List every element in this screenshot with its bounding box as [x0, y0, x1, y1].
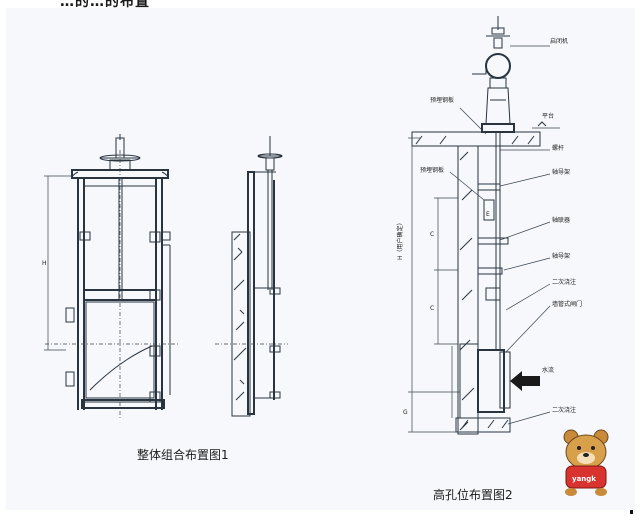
dim-H-total: H（用户确定） — [396, 219, 404, 260]
figure1-front-view — [44, 134, 180, 420]
top-text: …的…的布置 — [60, 0, 150, 10]
logo-text: yangk — [572, 475, 596, 483]
label-coupling: 轴联器 — [552, 216, 570, 224]
label-screw: 螺杆 — [552, 144, 564, 152]
label-guide-bracket-1: 轴导架 — [552, 168, 570, 176]
label-water-flow: 水流 — [542, 366, 554, 374]
figure1-caption: 整体组合布置图1 — [137, 448, 229, 462]
label-secondary-pour-1: 二次浇注 — [552, 278, 576, 286]
label-hoist: 启闭机 — [550, 37, 568, 45]
dim-G: G — [403, 409, 408, 416]
figure2-caption: 高孔位布置图2 — [433, 488, 513, 502]
figure2-drawing — [408, 16, 560, 435]
top-strip: …的…的布置 — [0, 0, 643, 10]
label-gate: 墙管式闸门 — [552, 300, 582, 308]
figure1-side-view — [215, 136, 288, 417]
dim-E: E — [486, 211, 490, 218]
label-secondary-pour-2: 二次浇注 — [552, 406, 576, 414]
logo-bear-icon — [563, 429, 609, 496]
fig1-dim-H: H — [42, 260, 47, 267]
label-embedded-plate-top: 预埋钢板 — [430, 96, 454, 104]
label-embedded-plate-mid: 预埋钢板 — [420, 166, 444, 174]
dim-C1: C — [430, 231, 434, 238]
dim-C2: C — [430, 305, 434, 312]
label-guide-bracket-2: 轴导架 — [552, 252, 570, 260]
label-platform: 平台 — [542, 112, 554, 120]
scanned-page — [6, 6, 635, 510]
